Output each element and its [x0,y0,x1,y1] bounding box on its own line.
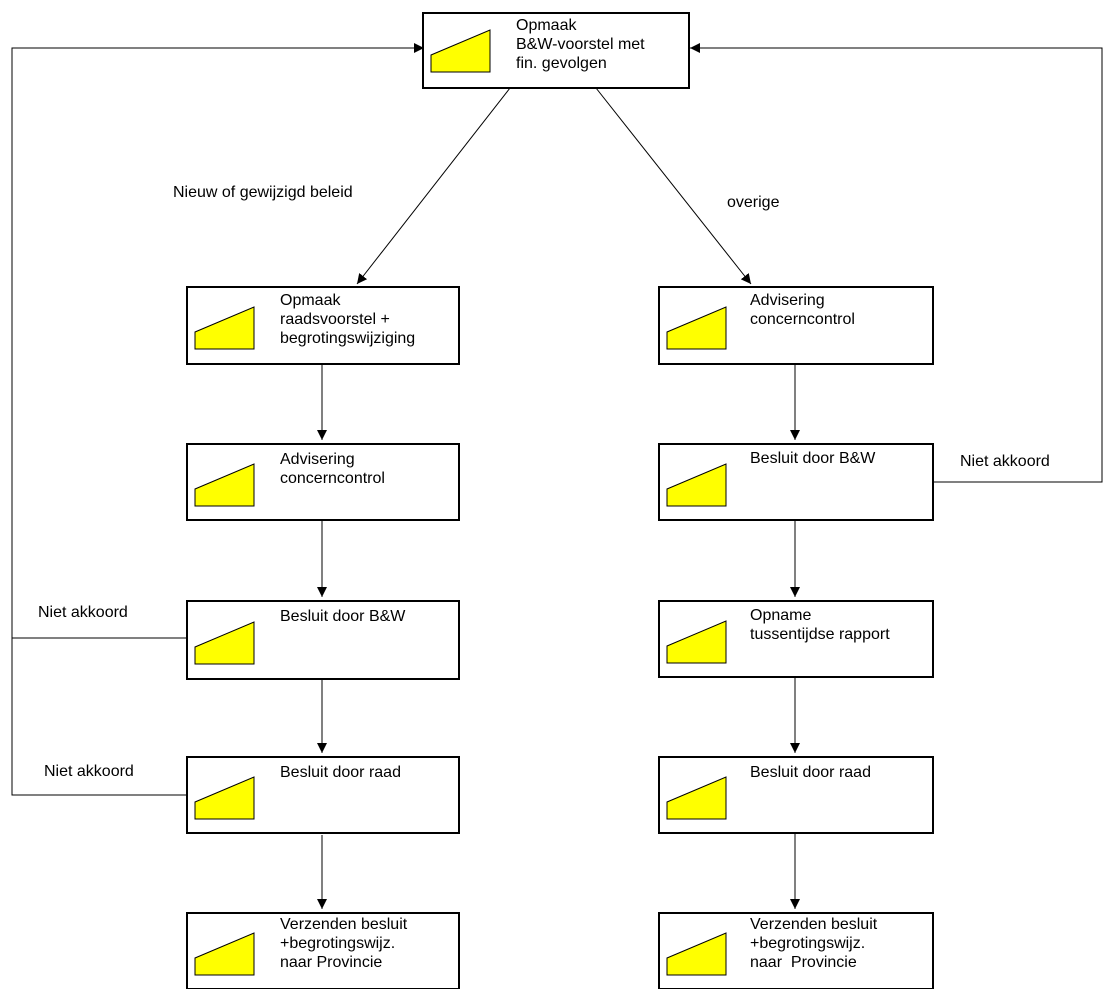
document-icon [194,776,255,820]
edge-label-new-policy: Nieuw of gewijzigd beleid [173,184,353,201]
node-label: Verzenden besluit +begrotingswijz. naar … [750,916,878,971]
node-label: Opname tussentijdse rapport [750,607,890,643]
node-right-besluit-bw: Besluit door B&W [658,443,934,521]
node-right-advisering: Advisering concerncontrol [658,286,934,365]
node-label: Advisering concerncontrol [280,451,385,487]
node-label: Verzenden besluit +begrotingswijz. naar … [280,916,408,971]
node-right-opname: Opname tussentijdse rapport [658,600,934,678]
document-icon [666,306,727,350]
document-icon [666,620,727,664]
document-icon [666,776,727,820]
document-icon [666,463,727,507]
node-label: Opmaak B&W-voorstel met fin. gevolgen [516,17,645,72]
feedback-right-bw [690,43,1103,483]
node-left-besluit-bw: Besluit door B&W [186,600,460,680]
document-icon [194,621,255,665]
edge-label-right-bw-reject: Niet akkoord [960,453,1050,470]
node-label: Besluit door B&W [750,450,876,467]
document-icon [194,463,255,507]
node-label: Besluit door raad [750,764,871,781]
document-icon [194,932,255,976]
arrow-top-to-left-branch [356,87,511,285]
arrow-top-to-right-branch [595,87,752,285]
node-left-opmaak-raadsvoorstel: Opmaak raadsvoorstel + begrotingswijzigi… [186,286,460,365]
edge-label-other: overige [727,194,780,211]
feedback-left-council [11,43,424,796]
edge-label-left-bw-reject: Niet akkoord [38,604,128,621]
node-left-verzenden: Verzenden besluit +begrotingswijz. naar … [186,912,460,989]
node-left-besluit-raad: Besluit door raad [186,756,460,834]
document-icon [666,932,727,976]
node-right-verzenden: Verzenden besluit +begrotingswijz. naar … [658,912,934,989]
node-right-besluit-raad: Besluit door raad [658,756,934,834]
document-icon [194,306,255,350]
node-label: Advisering concerncontrol [750,292,855,328]
node-opmaak-bw-voorstel: Opmaak B&W-voorstel met fin. gevolgen [422,12,690,89]
edge-label-left-council-reject: Niet akkoord [44,763,134,780]
node-label: Opmaak raadsvoorstel + begrotingswijzigi… [280,292,416,347]
node-label: Besluit door raad [280,764,401,781]
node-left-advisering: Advisering concerncontrol [186,443,460,521]
node-label: Besluit door B&W [280,608,406,625]
document-icon [430,29,491,73]
